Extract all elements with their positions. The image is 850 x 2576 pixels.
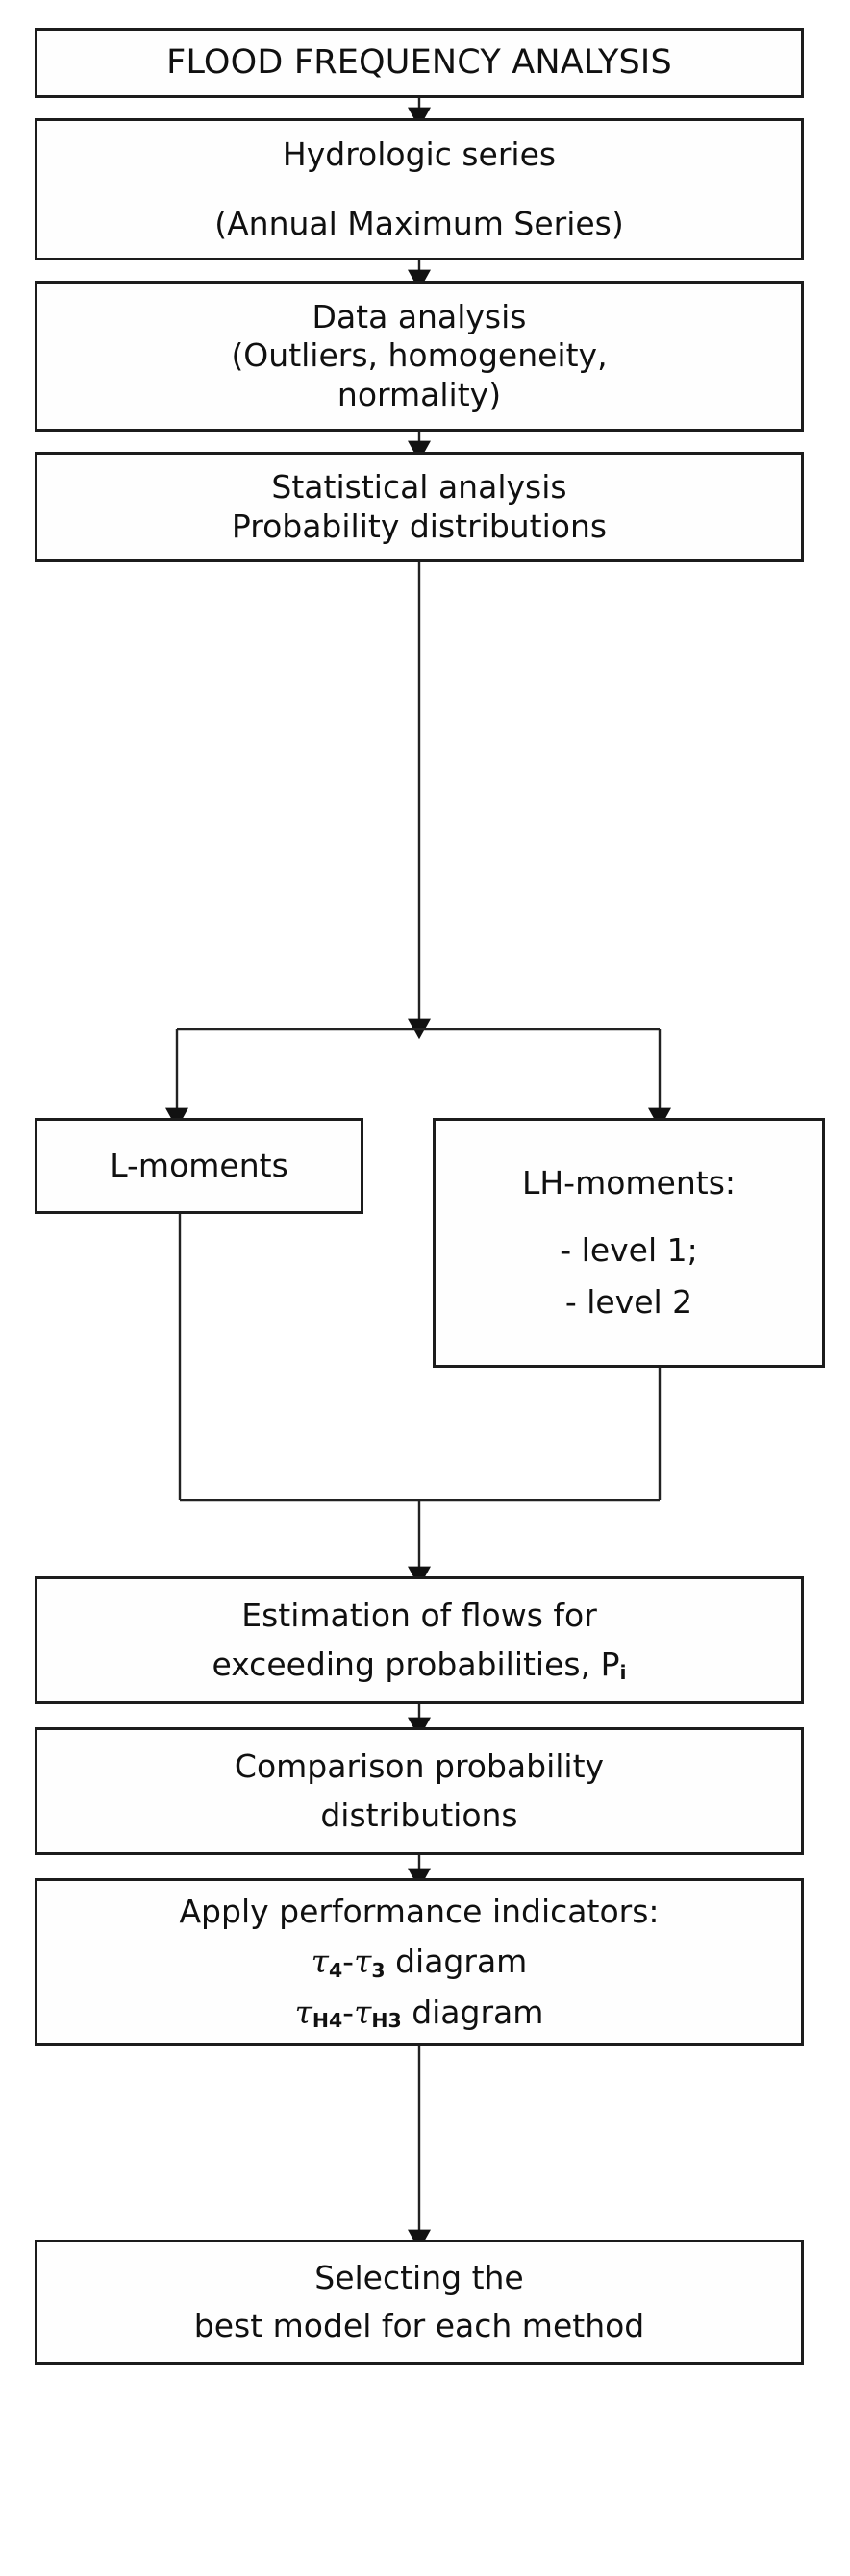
tau-subscript-3: 3 bbox=[371, 1958, 386, 1982]
statistical-analysis-line-1: Statistical analysis bbox=[271, 468, 567, 507]
tau-h-symbol: τ bbox=[294, 1993, 312, 2031]
node-selecting-best-model[interactable]: Selecting the best model for each method bbox=[35, 2240, 804, 2365]
node-estimation-of-flows[interactable]: Estimation of flows for exceeding probab… bbox=[35, 1576, 804, 1704]
tau-h-symbol-2: τ bbox=[354, 1993, 372, 2031]
lh-moments-level-2: - level 2 bbox=[564, 1283, 693, 1322]
data-analysis-line-2: (Outliers, homogeneity, bbox=[231, 336, 608, 375]
tau4-tau3-diagram-line: τ4-τ3 diagram bbox=[312, 1943, 528, 1981]
node-title-label: FLOOD FREQUENCY ANALYSIS bbox=[166, 43, 672, 83]
node-hydrologic-series[interactable]: Hydrologic series (Annual Maximum Series… bbox=[35, 118, 804, 260]
estimation-subscript-i: i bbox=[619, 1661, 627, 1684]
node-data-analysis[interactable]: Data analysis (Outliers, homogeneity, no… bbox=[35, 281, 804, 432]
tauH4-tauH3-diagram-line: τH4-τH3 diagram bbox=[295, 1994, 544, 2032]
l-moments-label: L-moments bbox=[110, 1146, 288, 1184]
comparison-line-1: Comparison probability bbox=[234, 1747, 605, 1786]
performance-indicators-line-1: Apply performance indicators: bbox=[179, 1893, 660, 1931]
node-l-moments[interactable]: L-moments bbox=[35, 1118, 363, 1214]
lh-moments-label: LH-moments: bbox=[521, 1163, 737, 1201]
estimation-line-2: exceeding probabilities, Pi bbox=[212, 1646, 627, 1684]
hydrologic-series-line-1: Hydrologic series bbox=[282, 135, 557, 173]
node-lh-moments[interactable]: LH-moments: - level 1; - level 2 bbox=[433, 1118, 825, 1368]
tau-symbol-2: τ bbox=[354, 1943, 372, 1981]
tau-h-dash: - bbox=[342, 1993, 355, 2031]
node-comparison-probability-distributions[interactable]: Comparison probability distributions bbox=[35, 1727, 804, 1855]
statistical-analysis-line-2: Probability distributions bbox=[231, 507, 608, 545]
tau-subscript-h4: H4 bbox=[312, 2009, 343, 2033]
estimation-line-1: Estimation of flows for bbox=[241, 1597, 597, 1635]
node-performance-indicators[interactable]: Apply performance indicators: τ4-τ3 diag… bbox=[35, 1878, 804, 2046]
node-flood-frequency-analysis[interactable]: FLOOD FREQUENCY ANALYSIS bbox=[35, 28, 804, 98]
hydrologic-series-line-2: (Annual Maximum Series) bbox=[214, 205, 624, 242]
comparison-line-2: distributions bbox=[320, 1796, 518, 1834]
tau-dash: - bbox=[342, 1943, 355, 1981]
selecting-line-1: Selecting the bbox=[314, 2258, 524, 2296]
lh-moments-level-1: - level 1; bbox=[560, 1230, 698, 1269]
tau-h-diagram-suffix: diagram bbox=[412, 1993, 544, 2031]
data-analysis-line-1: Data analysis bbox=[312, 298, 527, 336]
tau-subscript-h3: H3 bbox=[371, 2009, 402, 2033]
tau-symbol: τ bbox=[311, 1943, 329, 1981]
selecting-line-2: best model for each method bbox=[193, 2307, 645, 2344]
node-statistical-analysis[interactable]: Statistical analysis Probability distrib… bbox=[35, 452, 804, 562]
tau-subscript-4: 4 bbox=[328, 1958, 343, 1982]
data-analysis-line-3: normality) bbox=[337, 375, 502, 413]
tau-diagram-suffix: diagram bbox=[395, 1943, 528, 1981]
estimation-line-2-text: exceeding probabilities, P bbox=[212, 1645, 620, 1683]
